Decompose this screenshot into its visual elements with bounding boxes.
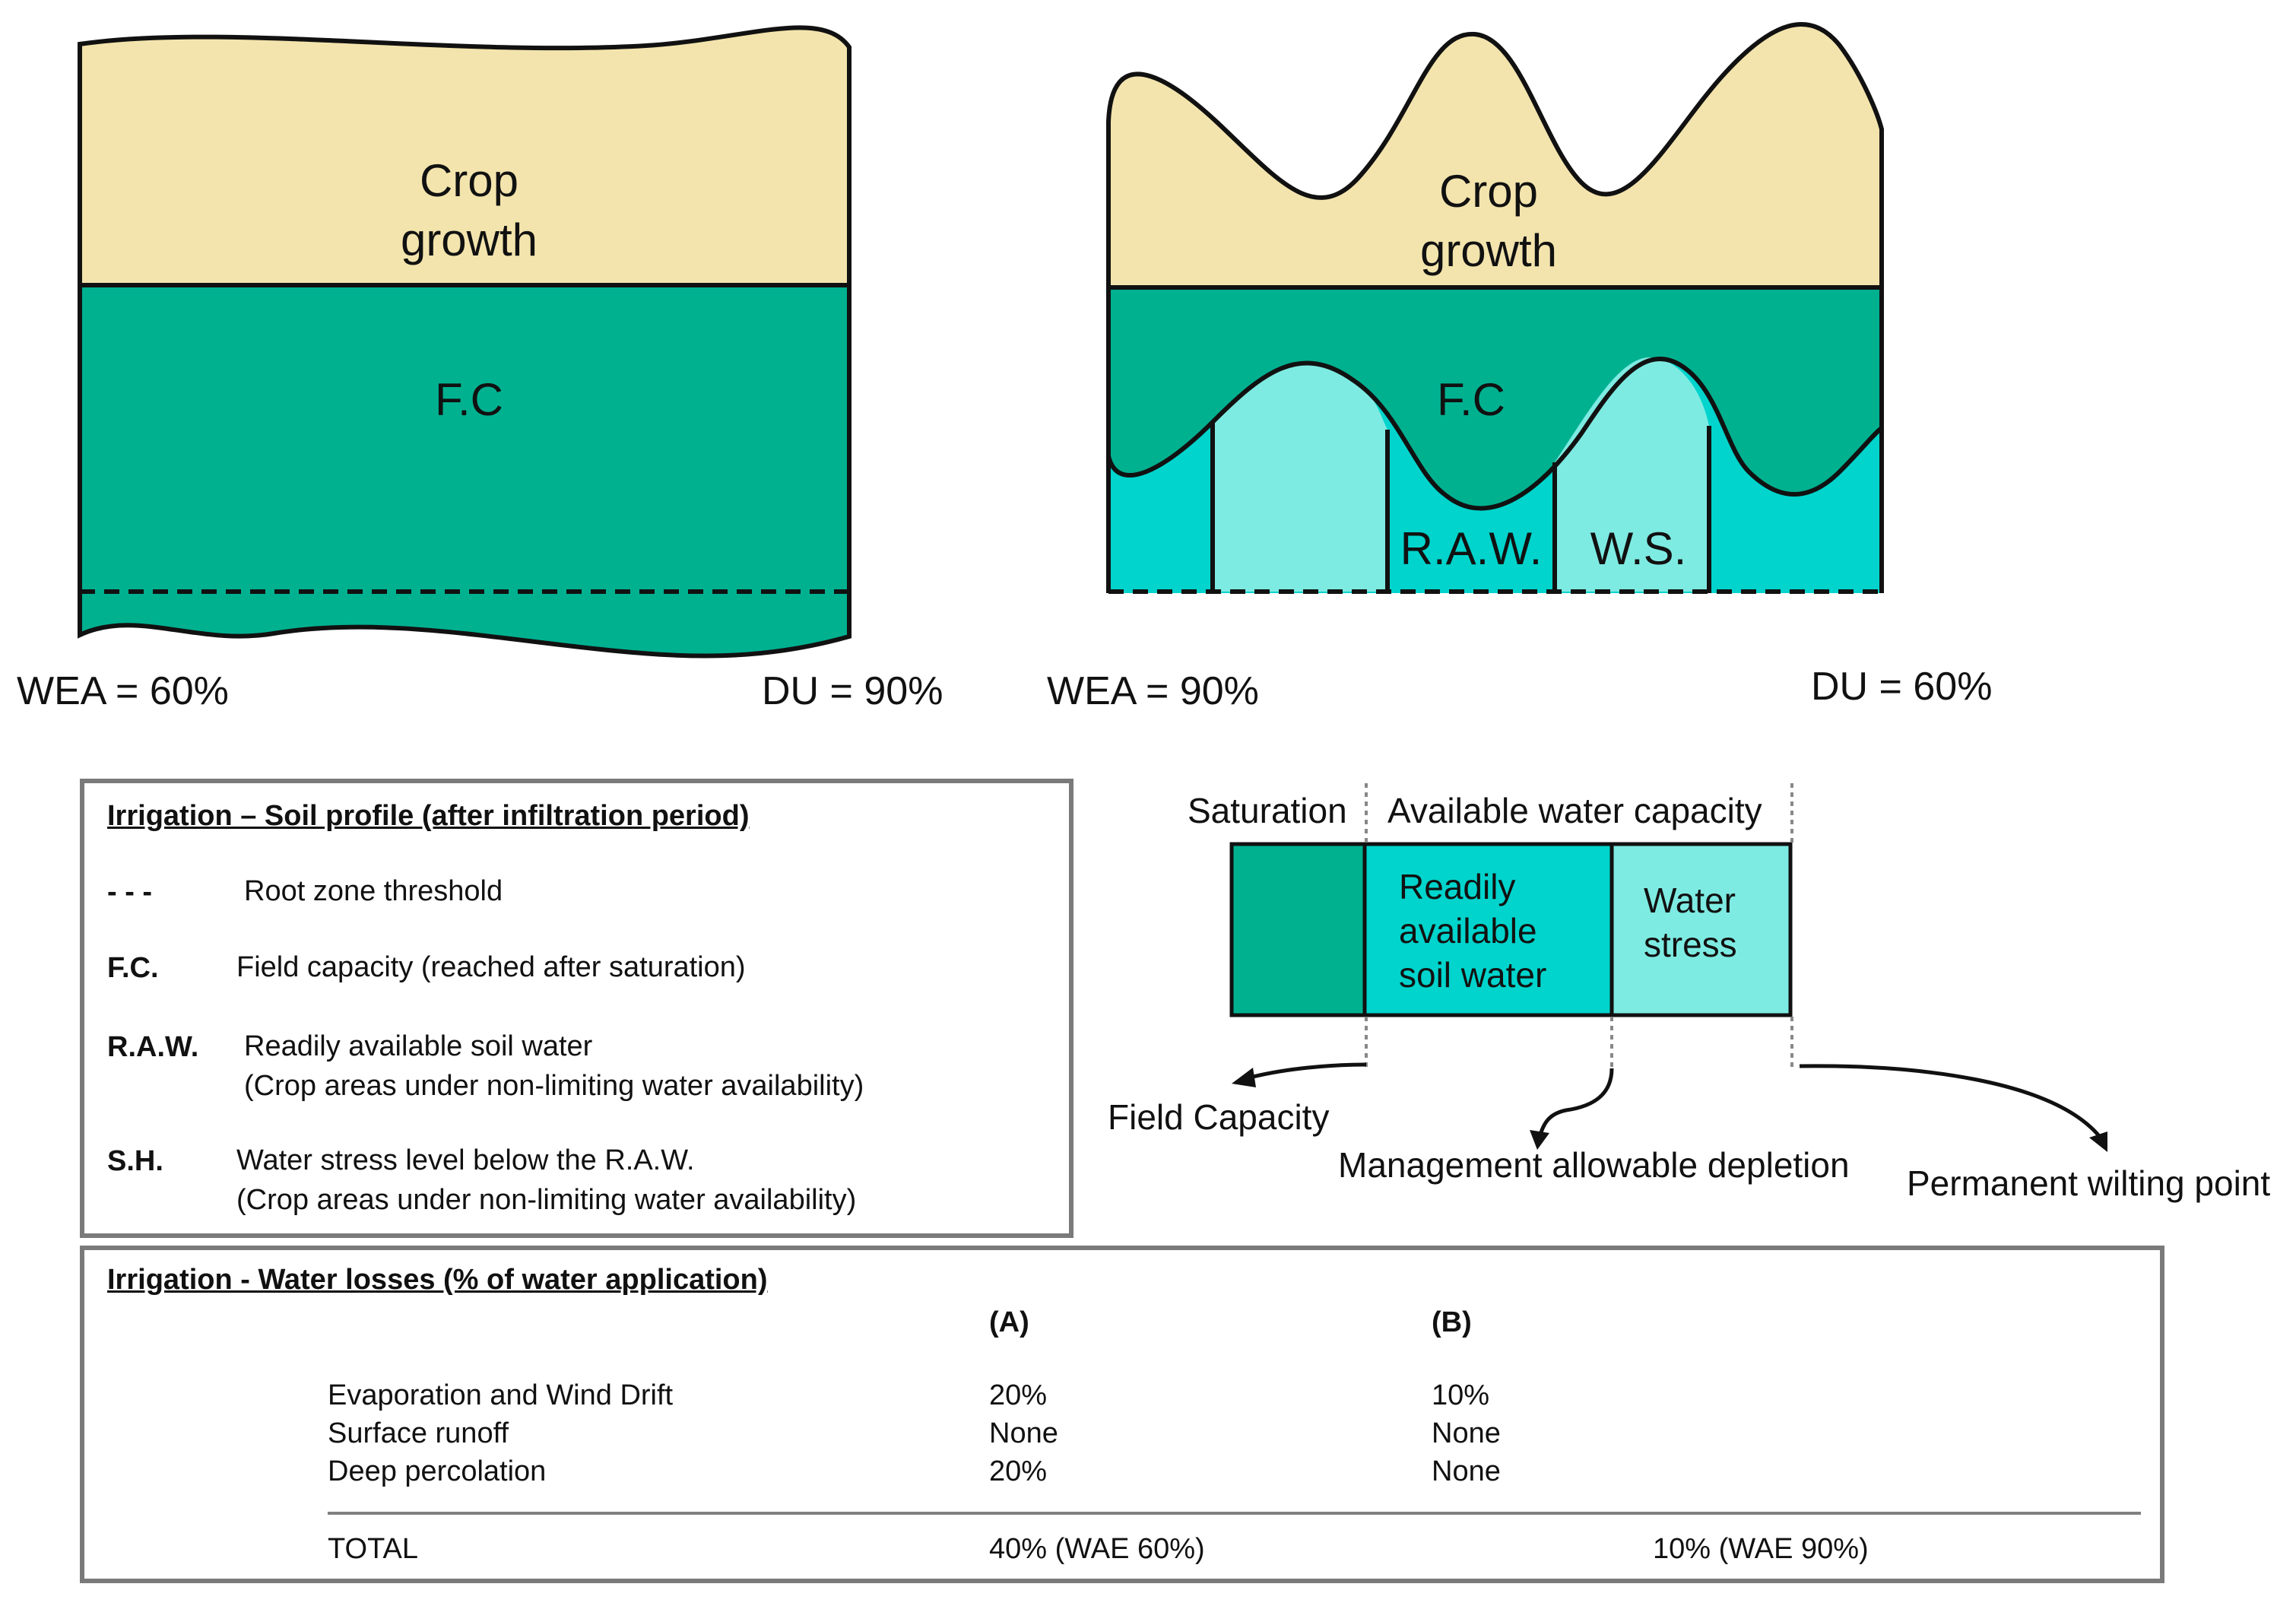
legend-desc-sh: Water stress level below the R.A.W. (Cro… <box>236 1141 856 1220</box>
row-a-evaporation: 20% <box>989 1379 1048 1411</box>
field-capacity-label: Field Capacity <box>1108 1097 1329 1137</box>
legend-line: Readily available soil water <box>244 1030 593 1062</box>
total-a: 40% (WAE 60%) <box>989 1533 1205 1565</box>
profile-b: Crop growth F.C R.A.W. W.S. WEA = 90% DU… <box>1047 22 1992 713</box>
legend-abbr-root-zone: - - - <box>107 876 153 908</box>
profile-a-crop-label-2: growth <box>401 214 538 265</box>
profile-b-fc-boundary <box>1106 357 1883 511</box>
row-a-runoff: None <box>989 1417 1058 1449</box>
profile-b-water-stress-1 <box>1213 363 1387 592</box>
legend-desc-raw: Readily available soil water (Crop areas… <box>244 1027 864 1106</box>
profile-b-ws-label: W.S. <box>1590 523 1687 574</box>
row-label-percolation: Deep percolation <box>328 1455 547 1487</box>
column-header-a: (A) <box>989 1306 1029 1338</box>
row-label-evaporation: Evaporation and Wind Drift <box>328 1379 674 1411</box>
stress-block-label-2: stress <box>1644 925 1737 964</box>
profile-a-du-label: DU = 90% <box>762 669 943 713</box>
legend-abbr-raw: R.A.W. <box>107 1031 199 1063</box>
raw-block-label-2: available <box>1399 911 1537 951</box>
raw-block-label-3: soil water <box>1399 955 1546 995</box>
mad-arrowhead <box>1530 1130 1549 1150</box>
profile-b-crop-label-2: growth <box>1420 225 1557 276</box>
field-capacity-arrow <box>1246 1062 1367 1081</box>
profile-a-field-capacity-zone <box>78 283 851 659</box>
total-divider <box>328 1512 2141 1515</box>
row-label-runoff: Surface runoff <box>328 1417 509 1449</box>
saturation-label: Saturation <box>1188 791 1347 830</box>
profile-b-fc-label: F.C <box>1437 374 1505 425</box>
field-capacity-arrowhead <box>1232 1068 1256 1087</box>
profile-b-crop-label-1: Crop <box>1439 166 1538 217</box>
legend-abbr-sh: S.H. <box>107 1145 163 1177</box>
total-label: TOTAL <box>328 1533 418 1565</box>
row-a-percolation: 20% <box>989 1455 1048 1487</box>
profile-b-du-label: DU = 60% <box>1811 665 1992 709</box>
row-b-runoff: None <box>1432 1417 1501 1449</box>
row-b-evaporation: 10% <box>1432 1379 1490 1411</box>
legend-line: (Crop areas under non-limiting water ava… <box>244 1070 864 1102</box>
pwp-label: Permanent wilting point <box>1907 1163 2270 1203</box>
profile-a-crop-label-1: Crop <box>420 155 519 206</box>
mad-label: Management allowable depletion <box>1338 1145 1850 1185</box>
column-header-b: (B) <box>1432 1306 1472 1338</box>
water-losses-table: Irrigation - Water losses (% of water ap… <box>80 1246 2164 1583</box>
water-capacity-diagram: Saturation Available water capacity Read… <box>1108 783 2270 1203</box>
legend-title: Irrigation – Soil profile (after infiltr… <box>107 800 750 832</box>
legend-desc-root-zone: Root zone threshold <box>244 871 503 911</box>
profile-a-crop-zone <box>78 25 851 287</box>
profile-a: Crop growth F.C WEA = 60% DU = 90% <box>17 25 943 713</box>
legend-line: Root zone threshold <box>244 875 503 907</box>
legend-desc-fc: Field capacity (reached after saturation… <box>236 947 746 987</box>
water-stress-block <box>1609 842 1793 1017</box>
row-b-percolation: None <box>1432 1455 1501 1487</box>
total-b: 10% (WAE 90%) <box>1653 1533 1869 1565</box>
profile-b-wea-label: WEA = 90% <box>1047 669 1259 713</box>
soil-profile-legend: Irrigation – Soil profile (after infiltr… <box>80 779 1073 1238</box>
legend-line: (Crop areas under non-limiting water ava… <box>236 1184 857 1216</box>
mad-arrow <box>1537 1068 1614 1138</box>
saturation-block <box>1229 842 1367 1017</box>
available-capacity-label: Available water capacity <box>1387 791 1762 830</box>
pwp-arrow <box>1799 1064 2101 1138</box>
pwp-arrowhead <box>2089 1132 2107 1152</box>
profile-a-fc-label: F.C <box>435 374 503 425</box>
profile-b-raw-label: R.A.W. <box>1400 523 1543 574</box>
profile-b-outline <box>1106 22 1884 593</box>
legend-line: Field capacity (reached after saturation… <box>236 951 746 983</box>
raw-block-label-1: Readily <box>1399 867 1515 906</box>
table-title: Irrigation - Water losses (% of water ap… <box>107 1264 768 1296</box>
stress-block-label-1: Water <box>1644 881 1736 920</box>
profile-a-wea-label: WEA = 60% <box>17 669 229 713</box>
legend-line: Water stress level below the R.A.W. <box>236 1144 695 1176</box>
legend-abbr-fc: F.C. <box>107 952 159 984</box>
